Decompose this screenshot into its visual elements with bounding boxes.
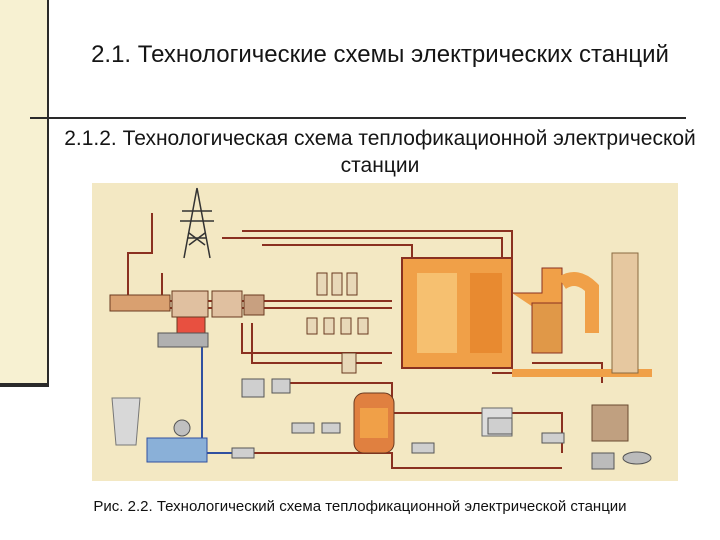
- chp-plant-schematic: [92, 183, 678, 481]
- left-accent-band: [0, 0, 48, 385]
- fuel-storage: [481, 404, 652, 470]
- figure-caption: Рис. 2.2. Технологический схема теплофик…: [93, 498, 627, 515]
- deaerator: [353, 392, 395, 454]
- boiler: [401, 257, 652, 377]
- pump-station: [146, 419, 208, 463]
- transmission-tower-icon: [180, 187, 214, 259]
- slide-subtitle: 2.1.2. Технологическая схема теплофикаци…: [64, 127, 696, 177]
- cooling-water-lines: [162, 342, 252, 454]
- left-bottom-bar: [0, 383, 49, 387]
- chimney: [611, 252, 639, 374]
- cooling-tower: [111, 397, 141, 446]
- title-divider: [30, 117, 686, 119]
- auxiliary-equipment: [231, 378, 565, 459]
- turbine-row: [109, 290, 265, 348]
- left-vertical-rule: [47, 0, 49, 385]
- slide-title: 2.1. Технологические схемы электрических…: [91, 41, 669, 68]
- heaters: [306, 272, 369, 374]
